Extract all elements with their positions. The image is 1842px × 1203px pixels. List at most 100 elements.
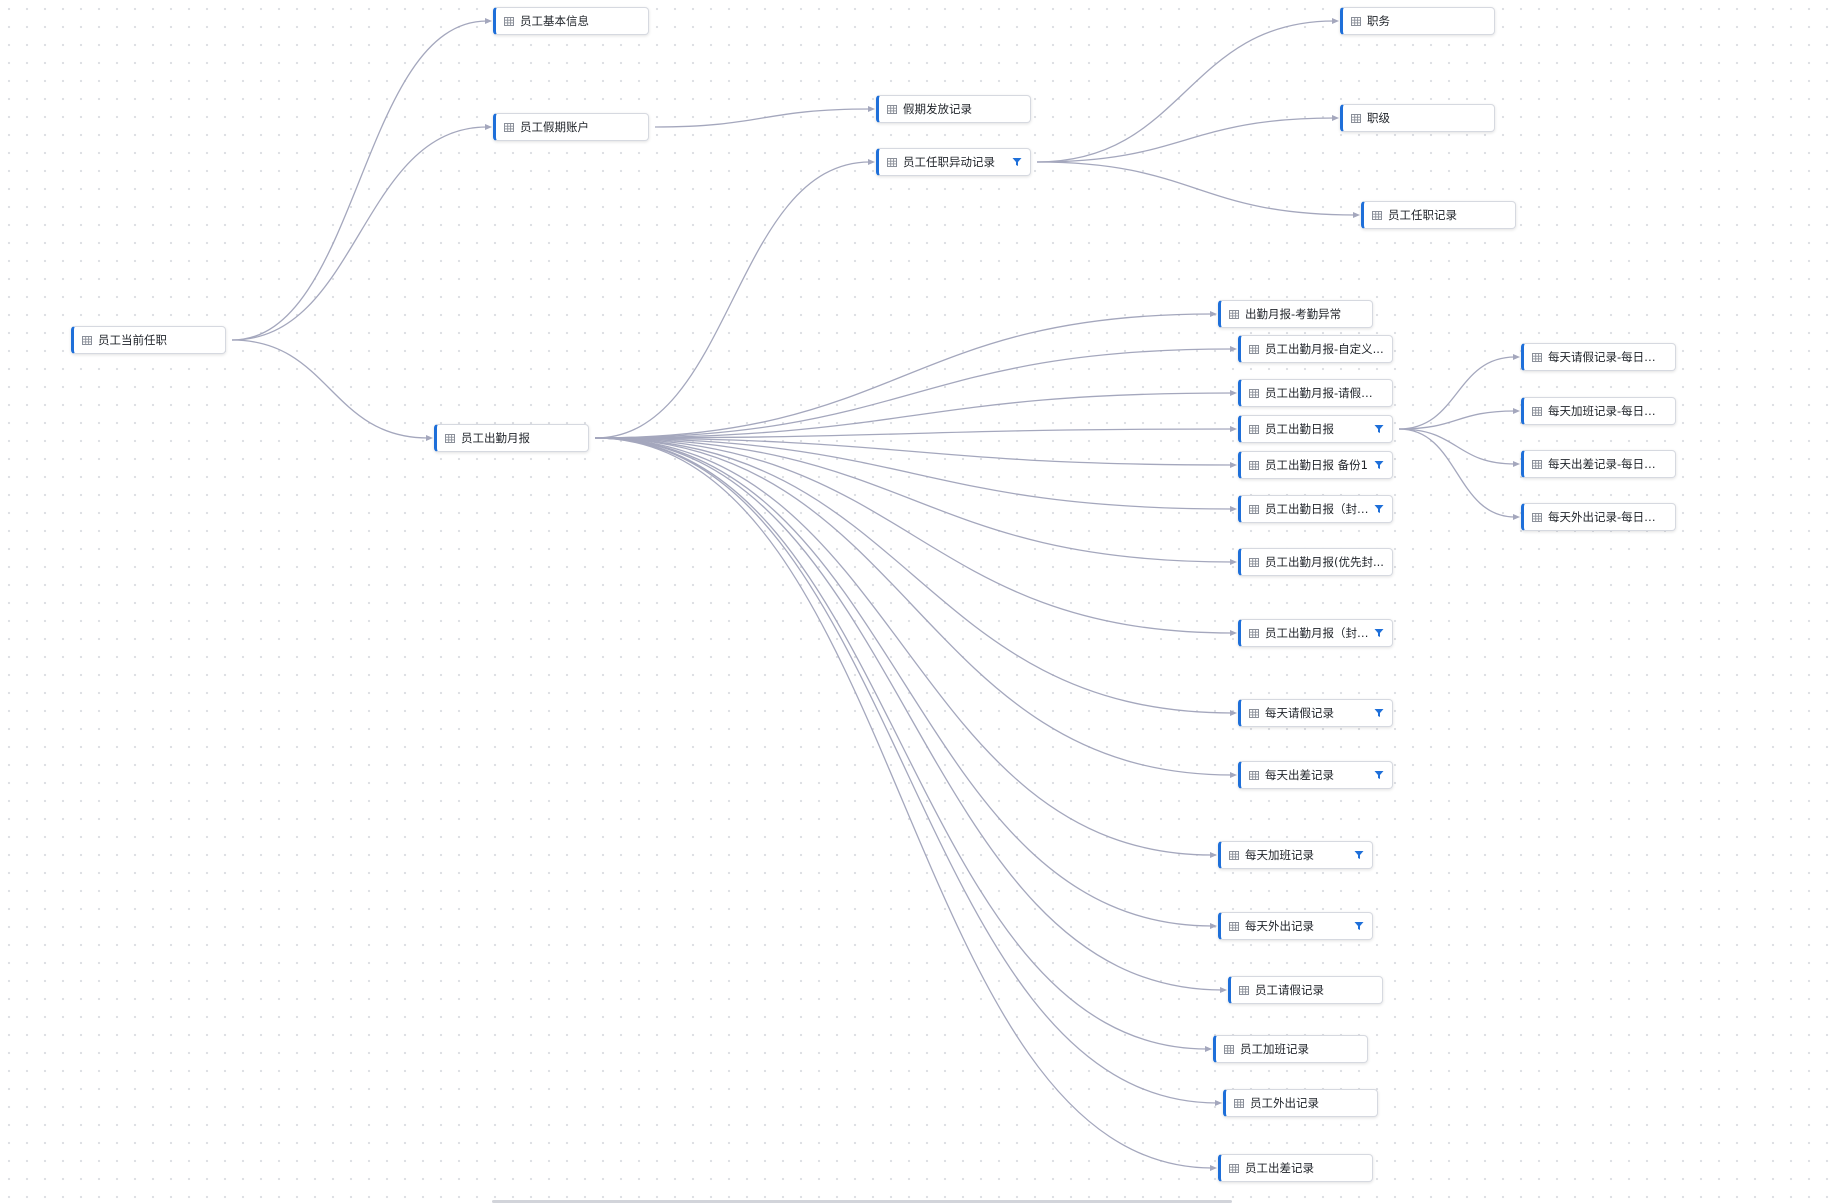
edge-arrowhead: [1513, 354, 1520, 360]
node-n16[interactable]: 员工出勤月报(优先封...: [1238, 548, 1393, 576]
node-n22[interactable]: 员工请假记录: [1228, 976, 1383, 1004]
table-icon: [1249, 424, 1259, 434]
table-icon: [1249, 388, 1259, 398]
node-n2[interactable]: 员工基本信息: [493, 7, 649, 35]
edge-n13-n28: [1398, 428, 1516, 465]
node-n24[interactable]: 员工外出记录: [1223, 1089, 1378, 1117]
node-n8[interactable]: 职级: [1340, 104, 1495, 132]
node-n28[interactable]: 每天出差记录-每日明细: [1521, 450, 1676, 478]
edge-n13-n27: [1398, 410, 1516, 430]
node-n5[interactable]: 假期发放记录: [876, 95, 1031, 123]
node-n26[interactable]: 每天请假记录-每日明细: [1521, 343, 1676, 371]
table-icon: [887, 104, 897, 114]
table-icon: [1532, 512, 1542, 522]
node-label: 每天加班记录-每日明细: [1548, 404, 1667, 418]
filter-icon[interactable]: [1374, 628, 1384, 638]
node-label: 每天外出记录-每日明细: [1548, 510, 1667, 524]
filter-icon[interactable]: [1374, 460, 1384, 470]
table-icon: [1532, 406, 1542, 416]
edge-n13-n26: [1398, 356, 1516, 430]
filter-icon[interactable]: [1354, 850, 1364, 860]
node-n12[interactable]: 员工出勤月报-请假数据: [1238, 379, 1393, 407]
table-icon: [1372, 210, 1382, 220]
edge-n13-n29: [1398, 428, 1516, 518]
node-label: 假期发放记录: [903, 102, 972, 116]
edge-n6-n8: [1036, 117, 1335, 163]
edge-arrowhead: [1230, 390, 1237, 396]
table-icon: [1229, 921, 1239, 931]
edge-arrowhead: [1332, 18, 1339, 24]
node-label: 员工基本信息: [520, 14, 589, 28]
node-n7[interactable]: 职务: [1340, 7, 1495, 35]
node-label: 每天请假记录: [1265, 706, 1334, 720]
edge-arrowhead: [1513, 514, 1520, 520]
node-n9[interactable]: 员工任职记录: [1361, 201, 1516, 229]
edge-arrowhead: [1353, 212, 1360, 218]
edge-n6-n9: [1036, 161, 1356, 216]
node-label: 职级: [1367, 111, 1390, 125]
table-icon: [1249, 460, 1259, 470]
edge-n6-n7: [1036, 20, 1335, 163]
edge-n4-n20: [594, 437, 1213, 856]
node-label: 员工请假记录: [1255, 983, 1324, 997]
filter-icon[interactable]: [1374, 424, 1384, 434]
edge-n4-n25: [594, 437, 1213, 1169]
node-n21[interactable]: 每天外出记录: [1218, 912, 1373, 940]
edge-arrowhead: [1332, 115, 1339, 121]
node-n11[interactable]: 员工出勤月报-自定义...: [1238, 335, 1393, 363]
table-icon: [887, 157, 897, 167]
edge-n4-n24: [594, 437, 1218, 1104]
edge-n1-n3: [231, 126, 488, 341]
edge-arrowhead: [1210, 852, 1217, 858]
node-label: 员工加班记录: [1240, 1042, 1309, 1056]
node-n18[interactable]: 每天请假记录: [1238, 699, 1393, 727]
node-label: 每天外出记录: [1245, 919, 1314, 933]
node-label: 员工出勤月报(优先封...: [1265, 555, 1384, 569]
table-icon: [1239, 985, 1249, 995]
node-n25[interactable]: 员工出差记录: [1218, 1154, 1373, 1182]
edge-arrowhead: [1210, 311, 1217, 317]
edge-arrowhead: [1513, 408, 1520, 414]
table-icon: [1249, 628, 1259, 638]
node-n29[interactable]: 每天外出记录-每日明细: [1521, 503, 1676, 531]
node-n13[interactable]: 员工出勤日报: [1238, 415, 1393, 443]
filter-icon[interactable]: [1374, 708, 1384, 718]
node-n27[interactable]: 每天加班记录-每日明细: [1521, 397, 1676, 425]
node-n19[interactable]: 每天出差记录: [1238, 761, 1393, 789]
node-label: 员工出勤日报（封存）: [1265, 502, 1370, 516]
node-n17[interactable]: 员工出勤月报（封存）: [1238, 619, 1393, 647]
node-n15[interactable]: 员工出勤日报（封存）: [1238, 495, 1393, 523]
node-n4[interactable]: 员工出勤月报: [434, 424, 589, 452]
edge-n4-n21: [594, 437, 1213, 927]
node-label: 员工出勤日报 备份1: [1265, 458, 1368, 472]
edge-n4-n11: [594, 348, 1233, 439]
node-n14[interactable]: 员工出勤日报 备份1: [1238, 451, 1393, 479]
node-n23[interactable]: 员工加班记录: [1213, 1035, 1368, 1063]
node-n20[interactable]: 每天加班记录: [1218, 841, 1373, 869]
node-n10[interactable]: 出勤月报-考勤异常: [1218, 300, 1373, 328]
edge-n4-n6: [594, 161, 871, 439]
node-label: 每天出差记录-每日明细: [1548, 457, 1667, 471]
edge-arrowhead: [1230, 346, 1237, 352]
node-n6[interactable]: 员工任职异动记录: [876, 148, 1031, 176]
filter-icon[interactable]: [1354, 921, 1364, 931]
node-n1[interactable]: 员工当前任职: [71, 326, 226, 354]
node-n3[interactable]: 员工假期账户: [493, 113, 649, 141]
edge-arrowhead: [1230, 506, 1237, 512]
edge-arrowhead: [868, 159, 875, 165]
edge-arrowhead: [1513, 461, 1520, 467]
filter-icon[interactable]: [1374, 770, 1384, 780]
edge-arrowhead: [1230, 710, 1237, 716]
edge-arrowhead: [868, 106, 875, 112]
filter-icon[interactable]: [1374, 504, 1384, 514]
edge-n4-n15: [594, 437, 1233, 510]
edge-n4-n17: [594, 437, 1233, 634]
edge-arrowhead: [1220, 987, 1227, 993]
table-icon: [1234, 1098, 1244, 1108]
edge-arrowhead: [485, 18, 492, 24]
filter-icon[interactable]: [1012, 157, 1022, 167]
table-icon: [504, 122, 514, 132]
edge-n4-n10: [594, 313, 1213, 439]
table-icon: [1249, 557, 1259, 567]
